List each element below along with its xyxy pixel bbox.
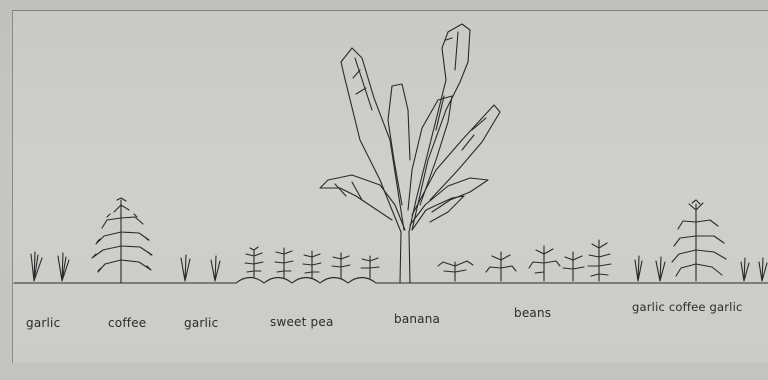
ground-line [14, 278, 768, 284]
label-garlic: garlic [26, 316, 60, 330]
coffee-plant-icon [92, 198, 152, 283]
label-banana: banana [394, 312, 440, 326]
label-coffee: coffee [108, 316, 146, 330]
sweet-pea-plant-icon [245, 247, 379, 278]
bean-plant-icon [438, 240, 611, 281]
garlic-plant-icon [181, 255, 220, 281]
garlic-plant-icon [635, 256, 665, 281]
label-beans: beans [514, 306, 551, 320]
garlic-plant-icon [741, 258, 767, 281]
label-garlic: garlic [184, 316, 218, 330]
banana-tree-icon [320, 24, 500, 283]
label-sweet-pea: sweet pea [270, 315, 334, 329]
coffee-plant-icon [672, 200, 726, 281]
label-garlic-coffee-garlic: garlic coffee garlic [632, 300, 743, 314]
garlic-plant-icon [31, 252, 69, 281]
